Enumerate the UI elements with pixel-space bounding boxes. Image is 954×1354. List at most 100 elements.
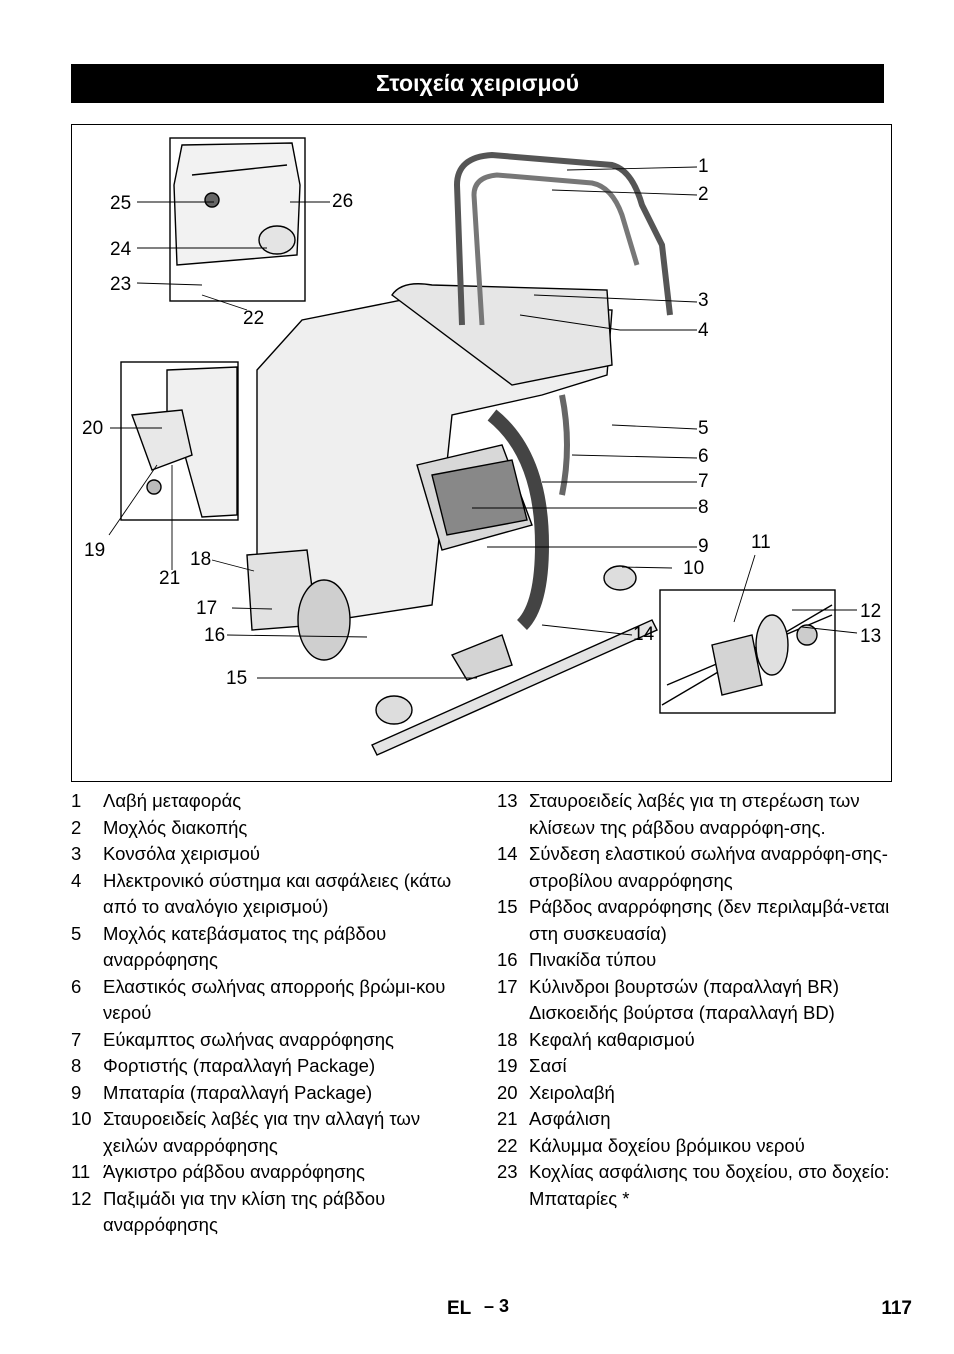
- legend-item-number: 22: [497, 1134, 518, 1156]
- legend-item-text: Ελαστικός σωλήνας απορροής βρώμι-κου νερ…: [103, 975, 446, 1024]
- legend-item-text: Ηλεκτρονικό σύστημα και ασφάλειες (κάτω …: [103, 869, 452, 918]
- callout-20: 20: [82, 418, 104, 439]
- callout-25: 25: [110, 193, 132, 214]
- legend-item-number: 11: [71, 1161, 91, 1182]
- legend-item-text: Ράβδος αναρρόφησης (δεν περιλαμβά-νεται …: [529, 896, 890, 944]
- legend-item: 9 Μπαταρία (παραλλαγή Package): [71, 1080, 471, 1107]
- legend-item-text: Πινακίδα τύπου: [529, 949, 657, 970]
- callout-10: 10: [683, 558, 705, 579]
- callout-16: 16: [204, 625, 226, 646]
- callout-12: 12: [860, 601, 882, 622]
- legend-item-number: 5: [71, 922, 82, 944]
- legend-item: 1 Λαβή μεταφοράς: [71, 788, 471, 815]
- callout-3: 3: [698, 290, 709, 311]
- legend-item-text: Σύνδεση ελαστικού σωλήνα αναρρόφη-σης-στ…: [529, 843, 888, 891]
- legend-item: 15 Ράβδος αναρρόφησης (δεν περιλαμβά-νετα…: [497, 894, 897, 947]
- legend-item: 14 Σύνδεση ελαστικού σωλήνα αναρρόφη-σης-…: [497, 841, 897, 894]
- legend-item-text: Μοχλός κατεβάσματος της ράβδου αναρρόφησ…: [103, 922, 387, 971]
- legend-item-text: Κονσόλα χειρισμού: [103, 843, 260, 864]
- callout-18: 18: [190, 549, 212, 570]
- legend-item-number: 15: [497, 896, 518, 917]
- legend-item-number: 21: [497, 1108, 518, 1129]
- callout-6: 6: [698, 446, 709, 467]
- legend-item-text: Σταυροειδείς λαβές για τη στερέωση των κ…: [529, 790, 860, 838]
- callout-17: 17: [196, 598, 218, 619]
- callout-24: 24: [110, 239, 132, 260]
- legend-item: 13 Σταυροειδείς λαβές για τη στερέωση των…: [497, 788, 897, 841]
- callout-1: 1: [698, 156, 709, 177]
- legend-item: 4 Ηλεκτρονικό σύστημα και ασφάλειες (κάτω…: [71, 868, 471, 921]
- legend-item-number: 14: [497, 843, 518, 864]
- callout-19: 19: [84, 540, 106, 561]
- legend-item: 5 Μοχλός κατεβάσματος της ράβδου αναρρόφη…: [71, 921, 471, 974]
- callout-11: 11: [751, 532, 771, 553]
- legend-item: 16 Πινακίδα τύπου: [497, 947, 897, 974]
- callout-5: 5: [698, 418, 709, 439]
- legend-item-text: Κάλυμμα δοχείου βρόμικου νερού: [529, 1134, 805, 1156]
- legend-item-text: Χειρολαβή: [529, 1081, 615, 1103]
- callout-15: 15: [226, 668, 248, 689]
- legend-item-text: Ασφάλιση: [529, 1108, 611, 1129]
- legend-item-number: 7: [71, 1028, 82, 1050]
- legend-item-text: Κοχλίας ασφάλισης του δοχείου, στο δοχεί…: [529, 1161, 890, 1209]
- legend-item-text: Εύκαμπτος σωλήνας αναρρόφησης: [103, 1028, 394, 1050]
- legend-item-text: Λαβή μεταφοράς: [103, 790, 242, 811]
- legend-item: 21 Ασφάλιση: [497, 1106, 897, 1133]
- legend-right-column: 13 Σταυροειδείς λαβές για τη στερέωση των…: [497, 788, 897, 1212]
- legend-item: 10 Σταυροειδείς λαβές για την αλλαγή των …: [71, 1106, 471, 1159]
- legend-item-number: 2: [71, 816, 82, 838]
- legend-item: 6 Ελαστικός σωλήνας απορροής βρώμι-κου νε…: [71, 974, 471, 1027]
- legend-item: 8 Φορτιστής (παραλλαγή Package): [71, 1053, 471, 1080]
- legend-item: 2 Μοχλός διακοπής: [71, 815, 471, 842]
- legend-item-number: 3: [71, 843, 82, 864]
- callout-22: 22: [243, 308, 265, 329]
- callout-4: 4: [698, 320, 709, 341]
- machine-diagram: 1 2 3 4 5 6 7 8 9 10 11 12 13 14 15 16 1…: [71, 124, 892, 782]
- legend-item: 3 Κονσόλα χειρισμού: [71, 841, 471, 868]
- legend-left-column: 1 Λαβή μεταφοράς 2 Μοχλός διακοπής 3 Κονσόλα …: [71, 788, 471, 1239]
- legend-item-number: 4: [71, 869, 82, 891]
- legend-item-number: 13: [497, 790, 518, 811]
- legend-item-text: Φορτιστής (παραλλαγή Package): [103, 1055, 376, 1076]
- legend-item-number: 20: [497, 1081, 518, 1103]
- callout-7: 7: [698, 471, 709, 492]
- legend-item: 12 Παξιμάδι για την κλίση της ράβδου αναρ…: [71, 1186, 471, 1239]
- legend-item-text: Μοχλός διακοπής: [103, 816, 248, 838]
- legend-item-number: 16: [497, 949, 518, 970]
- machine-illustration: [108, 137, 858, 756]
- section-title: Στοιχεία χειρισμού: [71, 64, 884, 103]
- legend-item-number: 10: [71, 1108, 92, 1129]
- legend-item: 11 Άγκιστρο ράβδου αναρρόφησης: [71, 1159, 471, 1186]
- legend-item-number: 6: [71, 975, 82, 997]
- legend-item-text: Παξιμάδι για την κλίση της ράβδου αναρρό…: [103, 1187, 386, 1236]
- legend-item-number: 8: [71, 1055, 82, 1076]
- callout-26: 26: [332, 191, 354, 212]
- legend-item: 22 Κάλυμμα δοχείου βρόμικου νερού: [497, 1133, 897, 1160]
- legend-item-number: 23: [497, 1161, 518, 1182]
- callout-8: 8: [698, 497, 709, 518]
- footer-section-page: – 3: [484, 1296, 510, 1316]
- legend-item: 18 Κεφαλή καθαρισμού: [497, 1027, 897, 1054]
- legend-item-text: Κύλινδροι βουρτσών (παραλλαγή BR) Δισκοε…: [529, 975, 840, 1024]
- callout-21: 21: [159, 568, 181, 589]
- legend-item: 20 Χειρολαβή: [497, 1080, 897, 1107]
- footer-page-number: 117: [881, 1298, 912, 1319]
- legend-item-number: 18: [497, 1028, 518, 1050]
- legend-item: 7 Εύκαμπτος σωλήνας αναρρόφησης: [71, 1027, 471, 1054]
- legend-item-number: 17: [497, 975, 518, 997]
- callout-2: 2: [698, 184, 709, 205]
- legend-item-text: Κεφαλή καθαρισμού: [529, 1028, 695, 1050]
- legend-item-number: 1: [71, 790, 82, 811]
- legend-item-text: Άγκιστρο ράβδου αναρρόφησης: [103, 1161, 365, 1182]
- legend-item-number: 9: [71, 1081, 82, 1103]
- legend-item-text: Σταυροειδείς λαβές για την αλλαγή των χε…: [103, 1108, 421, 1156]
- legend-item-number: 19: [497, 1055, 518, 1076]
- legend-item: 23 Κοχλίας ασφάλισης του δοχείου, στο δοχ…: [497, 1159, 897, 1212]
- legend-item: 17 Κύλινδροι βουρτσών (παραλλαγή BR) Δισκ…: [497, 974, 897, 1027]
- callout-9: 9: [698, 536, 709, 557]
- legend-item-number: 12: [71, 1187, 92, 1209]
- callout-14: 14: [633, 624, 655, 645]
- footer-language: EL: [447, 1298, 472, 1319]
- legend-item-text: Μπαταρία (παραλλαγή Package): [103, 1081, 373, 1103]
